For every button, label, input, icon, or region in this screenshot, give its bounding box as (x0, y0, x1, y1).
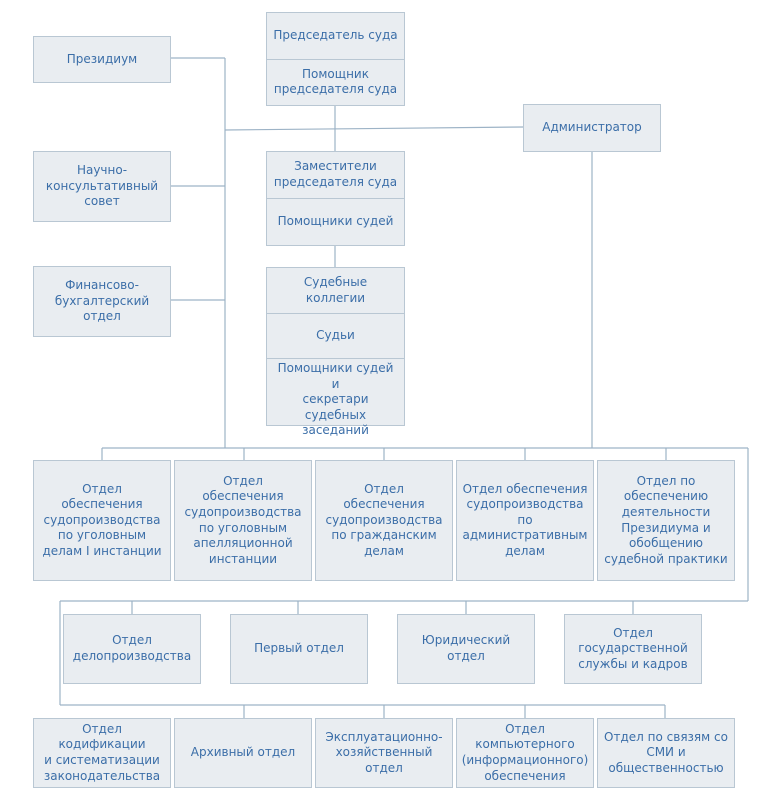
row3-dept-5: Отдел по связям со СМИ и общественностью (597, 718, 735, 788)
row1-dept-4-label: Отдел обеспечения судопроизводства по ад… (462, 481, 588, 558)
collegium-stack: Судебные коллегии Судьи Помощники судей … (266, 267, 405, 437)
row2-dept-3-label: Юридический отдел (421, 633, 511, 663)
row1-dept-4: Отдел обеспечения судопроизводства по ад… (456, 460, 594, 581)
row3-dept-4: Отдел компьютерного (информационного) об… (456, 718, 594, 788)
row3-dept-3: Эксплуатационно- хозяйственный отдел (315, 718, 453, 788)
presidium-box: Президиум (33, 36, 171, 83)
row1-dept-5-label: Отдел по обеспечению деятельности Презид… (604, 473, 728, 566)
row1-dept-2-label: Отдел обеспечения судопроизводства по уг… (184, 473, 302, 566)
row3-dept-5-label: Отдел по связям со СМИ и общественностью (604, 729, 728, 775)
chairman-label: Председатель суда (273, 27, 398, 42)
row1-dept-3-label: Отдел обеспечения судопроизводства по гр… (325, 481, 443, 558)
row3-dept-1: Отдел кодификации и систематизации закон… (33, 718, 171, 788)
collegia-label: Судебные коллегии (303, 274, 368, 305)
deputy-stack: Заместители председателя суда Помощники … (266, 151, 405, 246)
assistants-secretaries-cell: Помощники судей и секретари судебных зас… (267, 358, 404, 441)
chairman-stack: Председатель суда Помощник председателя … (266, 12, 405, 106)
row2-dept-2-label: Первый отдел (254, 641, 344, 656)
chairman-cell: Председатель суда (267, 13, 404, 59)
row2-dept-4-label: Отдел государственной службы и кадров (578, 625, 688, 671)
scientific-council-box: Научно- консультативный совет (33, 151, 171, 222)
row3-dept-2-label: Архивный отдел (190, 745, 296, 760)
chairman-assistant-label: Помощник председателя суда (273, 66, 398, 97)
row1-dept-3: Отдел обеспечения судопроизводства по гр… (315, 460, 453, 581)
row1-dept-1-label: Отдел обеспечения судопроизводства по уг… (42, 481, 162, 558)
row2-dept-1-label: Отдел делопроизводства (72, 633, 192, 663)
presidium-label: Президиум (66, 51, 138, 66)
row1-dept-1: Отдел обеспечения судопроизводства по уг… (33, 460, 171, 581)
scientific-council-label: Научно- консультативный совет (45, 163, 159, 209)
row2-dept-3: Юридический отдел (397, 614, 535, 684)
row2-dept-1: Отдел делопроизводства (63, 614, 201, 684)
collegia-cell: Судебные коллегии (267, 268, 404, 313)
assistants-secretaries-label: Помощники судей и секретари судебных зас… (277, 361, 394, 438)
row1-dept-5: Отдел по обеспечению деятельности Презид… (597, 460, 735, 581)
row2-dept-2: Первый отдел (230, 614, 368, 684)
row3-dept-1-label: Отдел кодификации и систематизации закон… (43, 721, 161, 783)
row1-dept-2: Отдел обеспечения судопроизводства по уг… (174, 460, 312, 581)
row2-dept-4: Отдел государственной службы и кадров (564, 614, 702, 684)
row3-dept-3-label: Эксплуатационно- хозяйственный отдел (325, 729, 443, 775)
administrator-box: Администратор (523, 104, 661, 152)
connector (224, 126, 524, 131)
row3-dept-2: Архивный отдел (174, 718, 312, 788)
administrator-label: Администратор (542, 120, 642, 135)
judges-assistants-cell: Помощники судей (267, 198, 404, 245)
chairman-assistant-cell: Помощник председателя суда (267, 58, 404, 106)
deputies-cell: Заместители председателя суда (267, 152, 404, 198)
judges-assistants-label: Помощники судей (277, 214, 394, 229)
judges-label: Судьи (316, 328, 355, 343)
finance-dept-label: Финансово- бухгалтерский отдел (54, 278, 150, 324)
deputies-label: Заместители председателя суда (273, 159, 398, 189)
finance-dept-box: Финансово- бухгалтерский отдел (33, 266, 171, 337)
judges-cell: Судьи (267, 313, 404, 358)
row3-dept-4-label: Отдел компьютерного (информационного) об… (461, 721, 589, 783)
